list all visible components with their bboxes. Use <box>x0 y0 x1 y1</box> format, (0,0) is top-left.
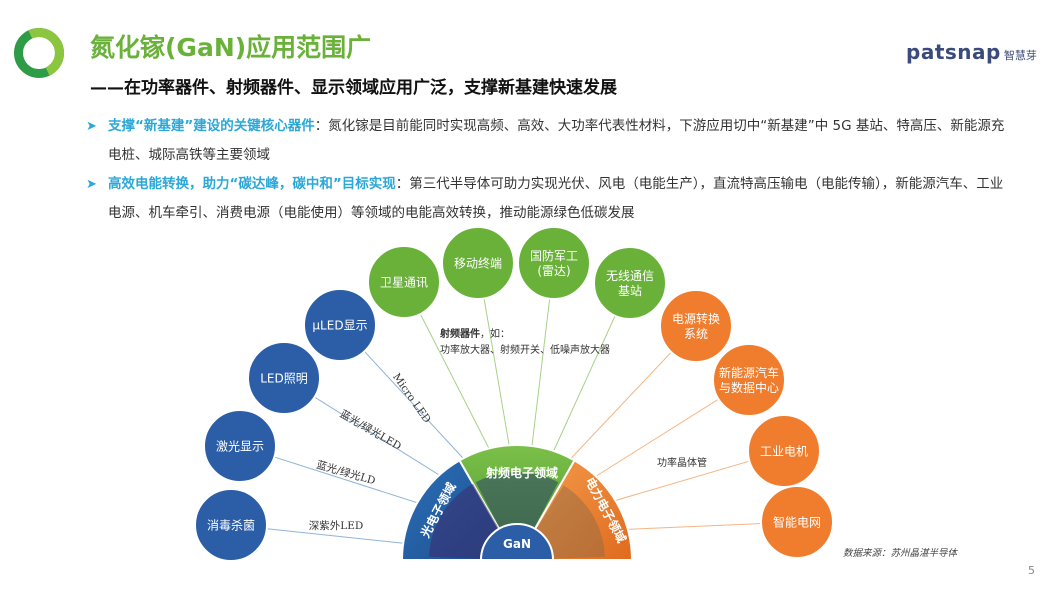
orange-node: 智能电网 <box>760 485 834 559</box>
bullet-highlight: 高效电能转换，助力“碳达峰，碳中和”目标实现 <box>108 176 396 192</box>
sector-power-image <box>536 485 605 559</box>
application-nodes: 消毒杀菌激光显示LED照明μLED显示卫星通讯移动终端国防军工(雷达)无线通信基… <box>194 226 834 562</box>
blue-node-label: μLED显示 <box>312 319 367 333</box>
blue-node-label: 激光显示 <box>216 440 264 454</box>
label-deep-uv-led: 深紫外LED <box>309 520 364 532</box>
bullet-arrow-icon: ➤ <box>86 119 97 134</box>
center-gan <box>479 523 555 561</box>
bullet-text: ：氮化镓是目前能同时实现高频、高效、大功率代表性材料，下游应用切中“新基建”中 … <box>108 118 1005 163</box>
label-rf-devices: 功率放大器、射频开关、低噪声放大器 <box>440 343 610 356</box>
sector-optoelectronics-image <box>429 483 499 559</box>
green-node-label: 国防军工 <box>530 248 578 263</box>
orange-node-label: 智能电网 <box>773 515 821 530</box>
green-node: 移动终端 <box>441 226 515 300</box>
green-node: 卫星通讯 <box>367 245 441 319</box>
logo-ring-icon <box>14 28 64 78</box>
bullet-arrow-icon: ➤ <box>86 177 97 192</box>
green-node-label: 无线通信 <box>606 269 654 283</box>
orange-node-label: 系统 <box>684 327 708 341</box>
green-node-label: 移动终端 <box>454 256 502 271</box>
brand-name: patsnap <box>906 40 1001 64</box>
blue-node: 消毒杀菌 <box>194 488 268 562</box>
orange-node-label: 与数据中心 <box>719 380 779 395</box>
blue-node: LED照明 <box>247 341 321 415</box>
label-rf-devices-title: 射频器件，如： <box>439 327 510 340</box>
bullet-list: ➤ 支撑“新基建”建设的关键核心器件：氮化镓是目前能同时实现高频、高效、大功率代… <box>86 112 1016 228</box>
sector-rf-label: 射频电子领域 <box>485 465 558 480</box>
page-title: 氮化镓(GaN)应用范围广 <box>90 33 372 62</box>
bullet-item: ➤ 高效电能转换，助力“碳达峰，碳中和”目标实现：第三代半导体可助力实现光伏、风… <box>86 170 1016 228</box>
orange-node: 工业电机 <box>747 414 821 488</box>
brand-name-cn: 智慧芽 <box>1003 49 1037 62</box>
orange-node-label: 电源转换 <box>672 311 720 326</box>
label-lighting-led: 蓝光/绿光LED <box>338 407 404 453</box>
bullet-item: ➤ 支撑“新基建”建设的关键核心器件：氮化镓是目前能同时实现高频、高效、大功率代… <box>86 112 1016 170</box>
blue-node-label: 消毒杀菌 <box>207 518 255 533</box>
green-node: 国防军工(雷达) <box>517 226 591 300</box>
orange-node-label: 工业电机 <box>760 445 808 459</box>
bullet-text: ：第三代半导体可助力实现光伏、风电（电能生产），直流特高压输电（电能传输），新能… <box>108 176 1004 221</box>
green-node-label: 卫星通讯 <box>380 276 428 290</box>
green-node-label: (雷达) <box>537 264 570 278</box>
label-power-transistor: 功率晶体管 <box>657 456 707 469</box>
green-node-label: 基站 <box>618 284 642 298</box>
blue-node-label: LED照明 <box>260 372 308 386</box>
bullet-highlight: 支撑“新基建”建设的关键核心器件 <box>108 118 315 134</box>
blue-node: 激光显示 <box>203 409 277 483</box>
label-laser-ld: 蓝光/绿光LD <box>315 458 377 487</box>
orange-node-label: 新能源汽车 <box>719 365 779 380</box>
sector-rf-image <box>475 471 559 529</box>
page-subtitle: ——在功率器件、射频器件、显示领域应用广泛，支撑新基建快速发展 <box>90 78 617 98</box>
blue-node: μLED显示 <box>303 288 377 362</box>
page-number: 5 <box>1028 564 1035 577</box>
center-gan-label: GaN <box>503 537 531 551</box>
data-source: 数据来源：苏州晶湛半导体 <box>843 548 958 559</box>
label-micro-led: Micro LED <box>390 371 433 425</box>
